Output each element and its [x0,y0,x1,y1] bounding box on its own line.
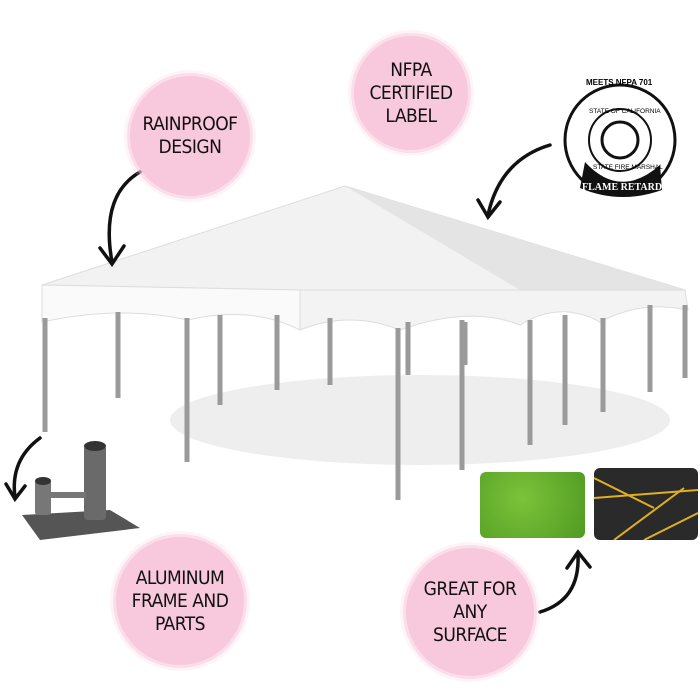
tent-roof-side [345,186,685,290]
tent-valance-front [41,284,301,331]
seal-ring-bottom: STATE FIRE MARSHAL [593,164,663,171]
tent-poles [42,305,688,500]
ground-shadow [170,375,670,465]
grass-surface-image [480,472,585,538]
flame-retardant-seal [563,83,677,198]
callout-surface-text: GREAT FOR ANY SURFACE [423,577,517,646]
arrow-surface [538,553,580,614]
arrow-base [12,436,42,499]
arrows [4,143,592,614]
arrow-rainproof [107,170,142,264]
pole-base-plate [22,441,140,540]
arrow-nfpa [486,143,552,217]
seal-banner: FLAME RETARDANT [582,182,684,193]
tent-valance-side [299,289,689,331]
callout-aluminum: ALUMINUM FRAME AND PARTS [116,537,244,665]
callout-nfpa-text: NFPA CERTIFIED LABEL [369,58,453,127]
callout-surface: GREAT FOR ANY SURFACE [406,548,534,676]
seal-ring-top: STATE OF CALIFORNIA [589,108,661,115]
callout-rainproof: RAINPROOF DESIGN [130,76,250,196]
asphalt-surface-image [594,468,698,540]
callout-aluminum-text: ALUMINUM FRAME AND PARTS [131,566,229,635]
callout-rainproof-text: RAINPROOF DESIGN [142,113,238,158]
callout-nfpa: NFPA CERTIFIED LABEL [354,36,468,150]
seal-top-text: MEETS NFPA 701 [586,78,653,87]
